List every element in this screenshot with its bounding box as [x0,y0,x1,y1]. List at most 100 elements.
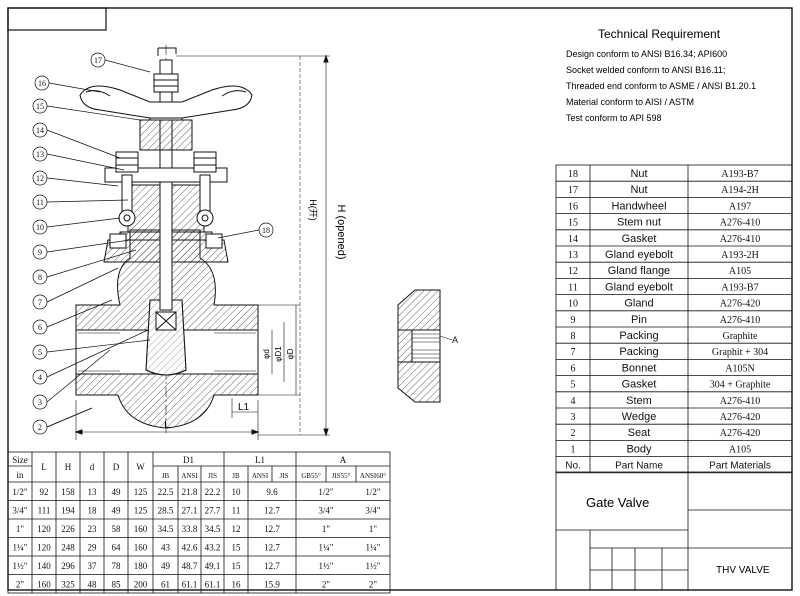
dim-subheader: JIS [208,472,217,480]
dim-cell: 43.2 [205,543,221,553]
dim-header: L1 [255,455,265,465]
part-name: Stem nut [617,217,661,229]
part-no: 3 [571,412,576,423]
dim-cell: 158 [61,487,75,497]
part-name: Seat [628,427,651,439]
part-material: A193-2H [721,250,759,261]
callout-circle [32,294,48,310]
dim-size: 1/2" [12,487,28,497]
dim-header: L [41,462,47,472]
dim-label-D1: φD1 [274,346,283,362]
part-no: 12 [568,266,578,277]
dim-cell: 140 [37,561,51,571]
dim-cell: 12.7 [264,524,280,534]
tech-line-1: Design conform to ANSI B16.34; API600 [566,49,727,59]
tech-line-5: Test conform to API 598 [566,113,662,123]
part-name: Pin [631,314,647,326]
part-material: A276-420 [720,299,761,310]
dim-cell: 18 [88,506,98,516]
callout-number: 15 [36,102,44,111]
part-no: 11 [568,282,578,293]
callout-leader [46,299,113,328]
dim-cell: 125 [134,487,148,497]
part-no: 8 [571,331,576,342]
handwheel [79,85,253,119]
part-material: A276-420 [720,412,761,423]
callout-number: 7 [38,298,42,307]
callout-circle [32,98,48,114]
part-name: Nut [630,184,647,196]
callout-leader [46,177,119,187]
dim-cell: 34.5 [158,524,174,534]
callout-number: 9 [38,248,42,257]
detail-label-A: A [452,335,458,345]
dim-cell: 2" [322,580,331,590]
callout-leader [46,217,121,228]
dim-cell: 13 [88,487,98,497]
dim-cell: 12.7 [264,543,280,553]
dim-cell: 120 [37,543,51,553]
callout-circle [32,319,48,335]
dim-size: 1½" [13,561,28,571]
dim-label-H-open: H(开) [308,199,318,221]
callout-circle [32,244,48,260]
dim-cell: 3/4" [318,506,334,516]
callout-circle [32,170,48,186]
dim-label-d: φd [262,349,271,359]
part-no: 1 [571,444,576,455]
part-no: 17 [568,185,578,196]
dim-cell: 15 [232,543,242,553]
callout-number: 17 [94,56,102,65]
dim-subheader: ANSI [181,472,198,480]
callout-number: 16 [38,79,46,88]
dim-cell: 325 [61,580,75,590]
part-name: Gland flange [608,265,670,277]
callout-number: 12 [36,174,44,183]
parts-header-no: No. [565,461,581,472]
dim-cell: 61 [161,580,170,590]
dim-cell: 1" [369,524,378,534]
dim-cell: 21.8 [182,487,198,497]
part-no: 15 [568,218,578,229]
part-no: 2 [571,428,576,439]
part-name: Packing [619,346,658,358]
tech-line-2: Socket welded conform to ANSI B16.11; [566,65,725,75]
dim-subheader: JB [232,472,240,480]
callout-circle [32,269,48,285]
dim-cell: 27.7 [205,506,221,516]
dim-header: H [65,462,72,472]
dim-cell: 248 [61,543,75,553]
dim-cell: 1½" [319,561,334,571]
dim-subheader: ANSI [252,472,269,480]
dim-subheader: in [16,470,24,480]
corner-tab [7,7,107,31]
dim-cell: 15.9 [264,580,280,590]
callout-leader [217,229,260,239]
part-material: A193-B7 [721,169,758,180]
callout-circle [32,394,48,410]
dim-size: 1" [16,524,25,534]
callout-number: 10 [36,223,44,232]
part-name: Stem [626,395,652,407]
dim-cell: 125 [134,506,148,516]
dim-cell: 2" [369,580,378,590]
callout-circle [32,122,48,138]
parts-header-name: Part Name [615,461,663,472]
dim-cell: 48.7 [182,561,198,571]
dim-cell: 58 [112,524,122,534]
dim-header: D1 [183,455,194,465]
dim-cell: 1/2" [365,487,381,497]
dim-cell: 48 [88,580,98,590]
dim-cell: 92 [40,487,49,497]
dim-cell: 16 [232,580,242,590]
dim-cell: 12 [232,524,241,534]
dim-cell: 296 [61,561,75,571]
dim-cell: 33.8 [182,524,198,534]
dim-cell: 78 [112,561,122,571]
callout-number: 4 [38,373,42,382]
callout-leader [48,82,101,93]
dim-cell: 29 [88,543,98,553]
callout-circle [32,219,48,235]
